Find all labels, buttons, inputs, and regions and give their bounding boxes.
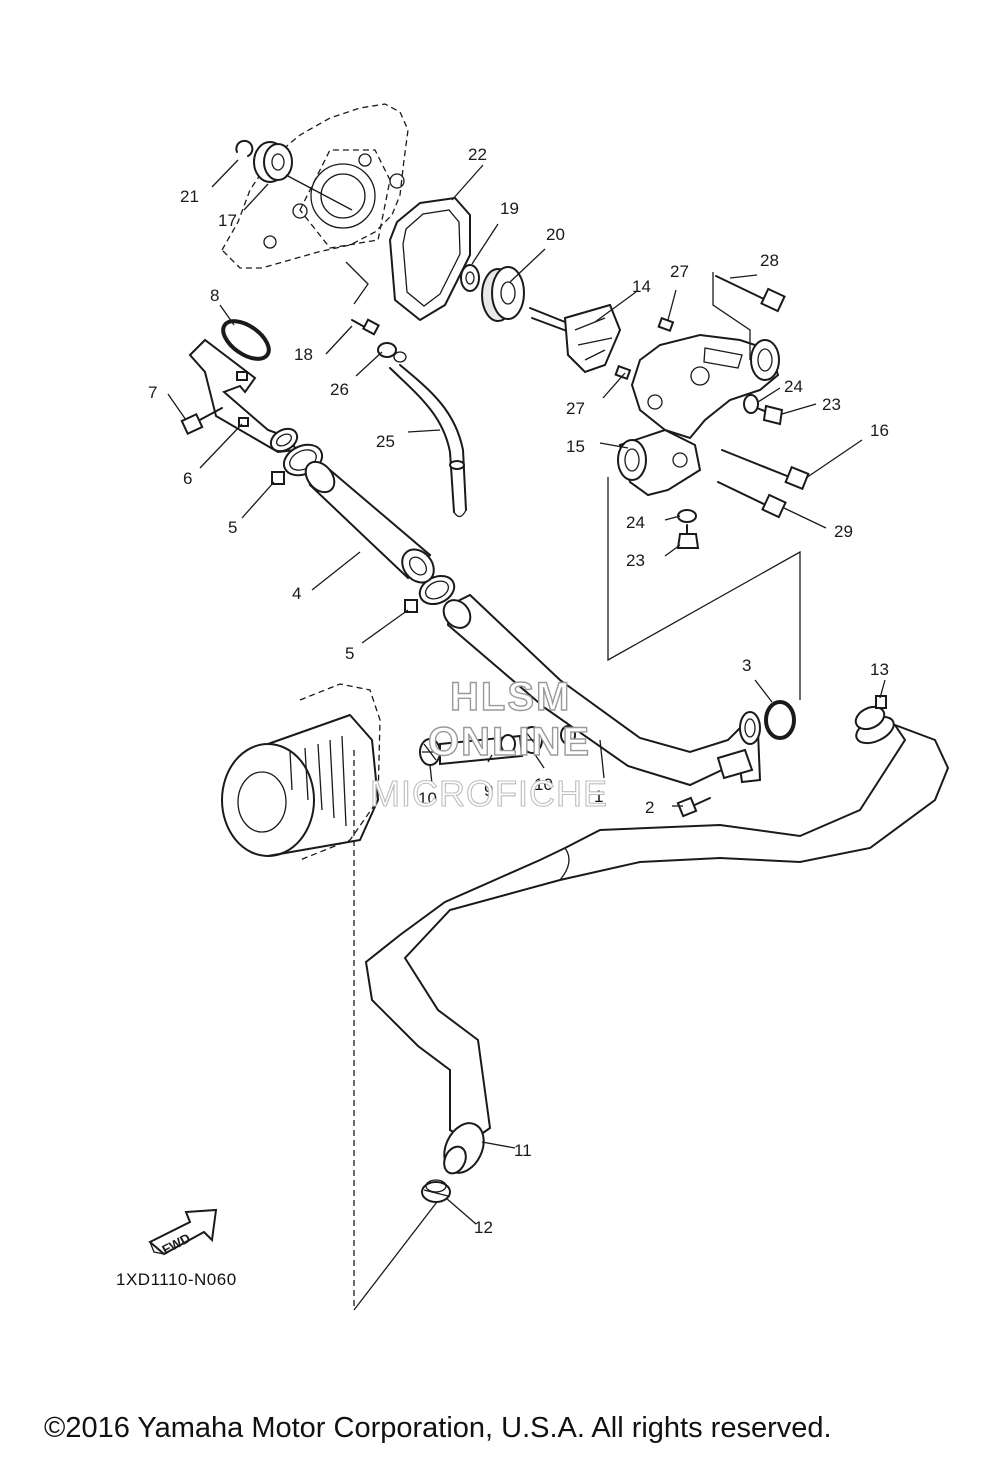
watermark-line1: HLSM (450, 675, 571, 719)
outlet-elbow-15 (617, 428, 702, 497)
callout-18: 18 (294, 345, 313, 364)
o-ring-3 (764, 700, 796, 740)
o-ring-8 (221, 319, 271, 361)
union-10-right (521, 725, 576, 754)
callout-2: 2 (645, 798, 654, 817)
oil-seal-20 (481, 266, 525, 322)
callout-9: 9 (484, 781, 493, 800)
clamp-12 (421, 1179, 451, 1203)
callout-27-bottom: 27 (566, 399, 585, 418)
callout-1: 1 (594, 787, 603, 806)
watermark-line2: ONLINE (428, 720, 591, 764)
callout-numbers: 21 17 22 19 20 14 27 28 27 24 23 16 15 2… (148, 145, 889, 1237)
leader-lines (167, 159, 886, 1225)
clamp-13 (854, 695, 887, 731)
callout-7: 7 (148, 383, 157, 402)
callout-26: 26 (330, 380, 349, 399)
washer-24-upper (743, 394, 759, 414)
circlip-21 (235, 139, 254, 157)
bolt-29 (717, 481, 787, 519)
oil-filter (221, 683, 381, 861)
callout-13: 13 (870, 660, 889, 679)
inlet-pipe-6 (188, 338, 299, 454)
bolt-7 (180, 407, 223, 436)
callout-14: 14 (632, 277, 651, 296)
callout-6: 6 (183, 469, 192, 488)
watermark-line3: MICROFICHE (370, 773, 608, 814)
bolt-23-lower (676, 524, 700, 549)
callout-16: 16 (870, 421, 889, 440)
watermark: HLSM ONLINE MICROFICHE (369, 674, 608, 814)
callout-5-lower: 5 (345, 644, 354, 663)
impeller-14 (529, 303, 622, 374)
callout-19: 19 (500, 199, 519, 218)
diagram-code: 1XD1110-N060 (116, 1270, 237, 1289)
callout-28: 28 (760, 251, 779, 270)
bolt-2 (676, 796, 711, 818)
pipe-9 (439, 734, 524, 766)
bolt-28 (715, 275, 786, 313)
crankcase-cover (221, 103, 409, 269)
bearing-17 (253, 141, 353, 211)
callout-24-lower: 24 (626, 513, 645, 532)
bolt-18 (351, 318, 380, 336)
callout-20: 20 (546, 225, 565, 244)
bolt-16 (721, 449, 810, 491)
callout-25: 25 (376, 432, 395, 451)
callout-5-upper: 5 (228, 518, 237, 537)
breather-hose-25 (389, 364, 467, 518)
callout-21: 21 (180, 187, 199, 206)
callout-10-left: 10 (418, 789, 437, 808)
gasket-22 (389, 197, 471, 321)
union-10-left (419, 738, 441, 766)
clamp-26 (377, 342, 407, 363)
callout-8: 8 (210, 286, 219, 305)
washer-24-lower (677, 509, 697, 523)
callout-24-upper: 24 (784, 377, 803, 396)
fwd-arrow-icon: FWD (148, 1208, 218, 1257)
washer-19 (460, 264, 480, 292)
callout-10-right: 10 (534, 775, 553, 794)
bolt-23-upper (756, 404, 784, 426)
reference-lines (345, 261, 801, 1311)
callout-29: 29 (834, 522, 853, 541)
callout-11: 11 (514, 1141, 532, 1160)
callout-27-top: 27 (670, 262, 689, 281)
callout-3: 3 (742, 656, 751, 675)
callout-15: 15 (566, 437, 585, 456)
pump-housing (630, 333, 780, 440)
callout-12: 12 (474, 1218, 493, 1237)
callout-4: 4 (292, 584, 301, 603)
dowel-pins-27 (614, 316, 675, 381)
callout-23-upper: 23 (822, 395, 841, 414)
callout-23-lower: 23 (626, 551, 645, 570)
callout-17: 17 (218, 211, 237, 230)
copyright-notice: ©2016 Yamaha Motor Corporation, U.S.A. A… (44, 1412, 832, 1444)
callout-22: 22 (468, 145, 487, 164)
hose-4 (304, 460, 435, 584)
